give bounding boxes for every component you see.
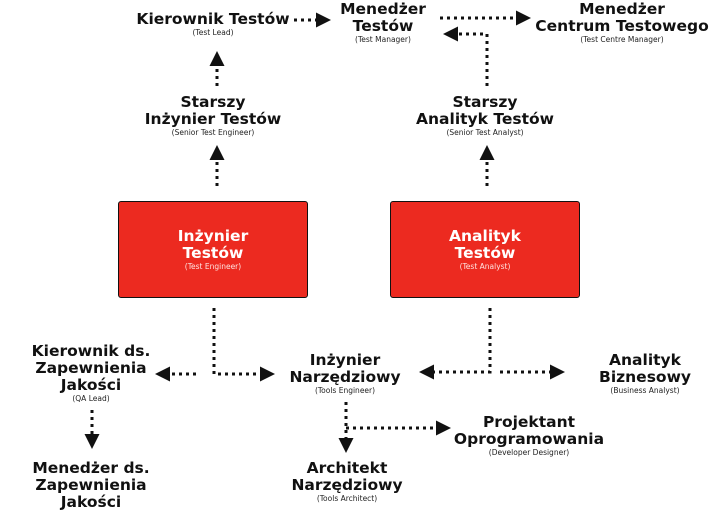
node-title: Inżynier	[177, 227, 249, 245]
node-title: Analityk Testów	[416, 110, 554, 128]
node-title: Testów	[352, 17, 414, 35]
node-title: Jakości	[60, 376, 122, 394]
node-subtitle: (Test Analyst)	[459, 262, 511, 271]
career-path-diagram: Kierownik Testów (Test Lead) Menedżer Te…	[31, 0, 709, 511]
node-subtitle: (Senior Test Analyst)	[446, 128, 524, 137]
arrow-test-analyst-to-tools-engineer	[419, 308, 492, 380]
box-test-analyst: Analityk Testów (Test Analyst)	[390, 201, 580, 298]
node-title: Menedżer	[340, 0, 426, 18]
node-title: Narzędziowy	[291, 476, 403, 494]
node-title: Analityk	[449, 227, 521, 245]
box-test-engineer: Inżynier Testów (Test Engineer)	[118, 201, 308, 298]
node-test-manager: Menedżer Testów (Test Manager)	[340, 0, 426, 45]
node-business-analyst: Analityk Biznesowy (Business Analyst)	[599, 351, 691, 396]
arrow-senior-analyst-to-test-manager	[443, 26, 489, 86]
node-senior-test-analyst: Starszy Analityk Testów (Senior Test Ana…	[416, 93, 554, 138]
node-subtitle: (Tools Engineer)	[314, 386, 376, 395]
node-title: Zapewnienia	[35, 359, 147, 377]
node-title: Starszy	[180, 93, 246, 111]
node-subtitle: (Senior Test Engineer)	[171, 128, 255, 137]
node-senior-test-engineer: Starszy Inżynier Testów (Senior Test Eng…	[144, 93, 282, 138]
node-subtitle: (Test Lead)	[192, 28, 234, 37]
node-tools-architect: Architekt Narzędziowy (Tools Architect)	[291, 459, 403, 504]
node-title: Testów	[454, 244, 516, 262]
node-title: Jakości	[60, 493, 122, 511]
node-title: Projektant	[482, 413, 576, 431]
node-subtitle: (QA Lead)	[72, 394, 110, 403]
node-title: Kierownik ds.	[31, 342, 151, 360]
node-tools-engineer: Inżynier Narzędziowy (Tools Engineer)	[289, 351, 401, 396]
node-qa-lead: Kierownik ds. Zapewnienia Jakości (QA Le…	[31, 342, 151, 404]
node-title: Kierownik Testów	[136, 10, 290, 28]
node-subtitle: (Business Analyst)	[610, 386, 680, 395]
node-subtitle: (Tools Architect)	[316, 494, 378, 503]
node-qa-manager: Menedżer ds. Zapewnienia Jakości	[32, 460, 149, 511]
node-title: Architekt	[306, 459, 388, 477]
node-title: Inżynier	[309, 351, 381, 369]
arrow-test-engineer-to-tools-engineer	[212, 308, 275, 382]
node-developer-designer: Projektant Oprogramowania (Developer Des…	[453, 413, 605, 458]
connector-layer	[84, 10, 565, 453]
node-title: Zapewnienia	[35, 476, 147, 494]
node-title: Testów	[182, 244, 244, 262]
node-subtitle: (Developer Designer)	[488, 448, 570, 457]
node-subtitle: (Test Manager)	[355, 35, 411, 44]
node-subtitle: (Test Centre Manager)	[580, 35, 664, 44]
node-title: Menedżer	[579, 0, 665, 18]
node-title: Starszy	[452, 93, 518, 111]
node-title: Analityk	[609, 351, 681, 369]
node-subtitle: (Test Engineer)	[184, 262, 242, 271]
node-test-lead: Kierownik Testów (Test Lead)	[136, 10, 290, 38]
node-title: Inżynier Testów	[144, 110, 282, 128]
node-title: Oprogramowania	[453, 430, 605, 448]
node-test-centre-manager: Menedżer Centrum Testowego (Test Centre …	[535, 0, 709, 45]
node-title: Menedżer ds.	[32, 459, 150, 477]
node-title: Centrum Testowego	[535, 17, 709, 35]
node-title: Narzędziowy	[289, 368, 401, 386]
node-title: Biznesowy	[599, 368, 691, 386]
